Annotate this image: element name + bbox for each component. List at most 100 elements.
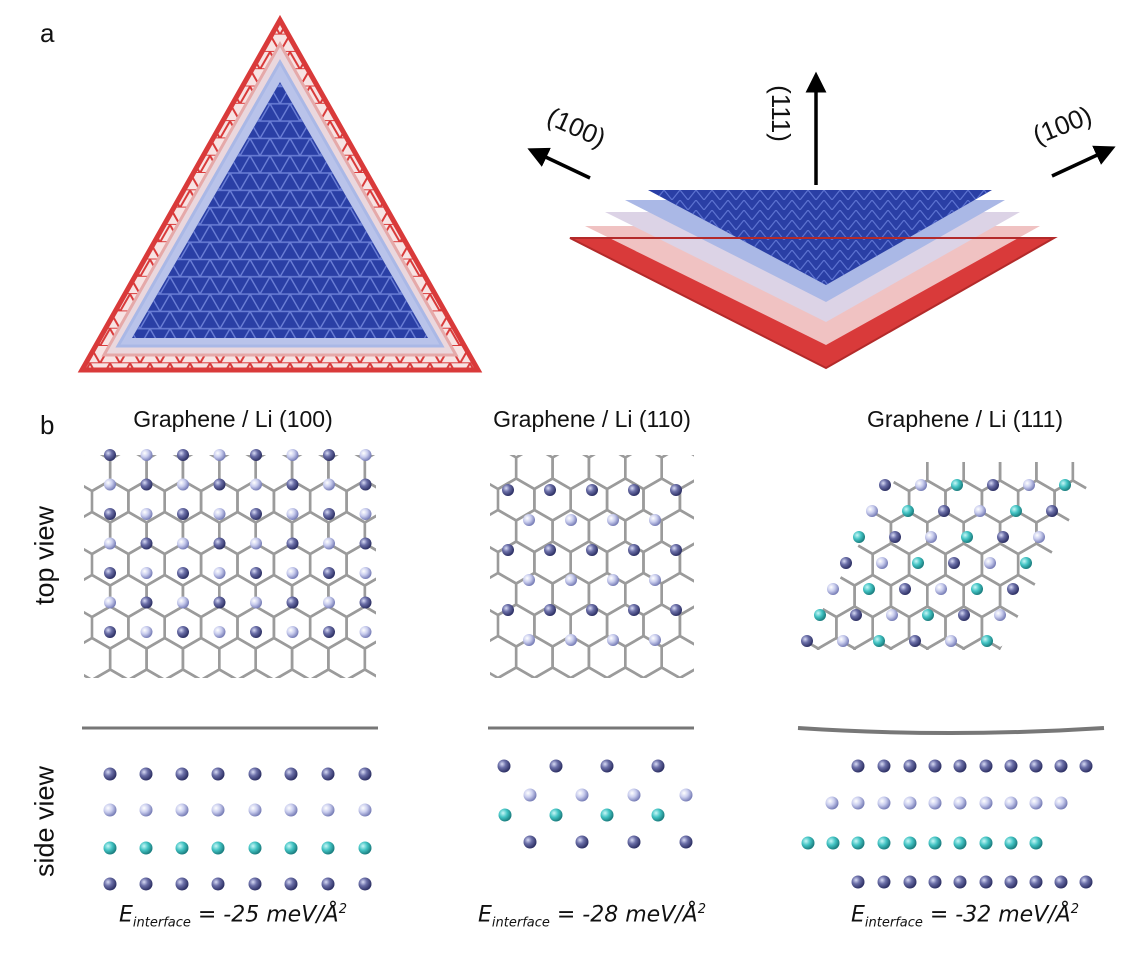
- li-atom-light: [139, 803, 153, 817]
- li-atom-dark: [175, 767, 189, 781]
- li-atom-dark: [211, 877, 225, 891]
- li-atom-cyan: [951, 479, 963, 491]
- li-atom-cyan: [1029, 836, 1043, 850]
- li-atom-light: [825, 796, 839, 810]
- li-atom-cyan: [826, 836, 840, 850]
- li-atom-dark: [877, 875, 891, 889]
- li-atom-dark: [175, 877, 189, 891]
- li-atom-dark: [323, 626, 335, 638]
- li-atom-cyan: [284, 841, 298, 855]
- li-atom-dark: [359, 537, 372, 550]
- li-atom-cyan: [814, 609, 826, 621]
- graphene-sheets-side: [82, 726, 1105, 735]
- li-atom-dark: [523, 835, 537, 849]
- li-atom-light: [945, 635, 957, 647]
- li-atom-light: [358, 803, 372, 817]
- li-atom-light: [649, 574, 661, 586]
- energy-subscript: interface: [132, 915, 191, 931]
- li-atom-dark: [679, 835, 693, 849]
- li-atom-light: [837, 635, 849, 647]
- li-atom-dark: [575, 835, 589, 849]
- li-atom-dark: [958, 609, 970, 621]
- energy-li100: Einterface = -25 meV/Å2: [119, 902, 347, 931]
- li-atom-dark: [286, 596, 299, 609]
- li-atom-light: [928, 796, 942, 810]
- direction-label-111: (111): [765, 85, 796, 142]
- li-atom-cyan: [953, 836, 967, 850]
- li-atom-cyan: [358, 841, 372, 855]
- li-atom-dark: [1004, 875, 1018, 889]
- li-atom-dark: [544, 484, 556, 496]
- li-atom-light: [649, 514, 661, 526]
- li-atom-dark: [1007, 583, 1019, 595]
- li-atom-dark: [140, 537, 153, 550]
- li-atom-dark: [1046, 505, 1058, 517]
- li-atom-dark: [104, 626, 116, 638]
- li-atom-dark: [104, 508, 116, 520]
- li-atom-light: [915, 479, 927, 491]
- li-atom-dark: [903, 875, 917, 889]
- panel-label-a: a: [40, 18, 55, 48]
- li-atom-cyan: [1059, 479, 1071, 491]
- li-atom-dark: [948, 557, 960, 569]
- li-atom-dark: [979, 759, 993, 773]
- li-atom-light: [104, 478, 116, 491]
- li-atom-dark: [103, 767, 117, 781]
- energy-superscript: 2: [338, 902, 348, 917]
- li-atom-cyan: [928, 836, 942, 850]
- li-atom-dark: [851, 875, 865, 889]
- li-atom-dark: [502, 484, 514, 496]
- triangle-particle-top: [77, 14, 483, 373]
- li-atom-cyan: [922, 609, 934, 621]
- li-atom-dark: [549, 759, 563, 773]
- li-atom-cyan: [981, 635, 993, 647]
- li-atom-cyan: [549, 808, 563, 822]
- li-atom-light: [565, 574, 577, 586]
- li-atom-light: [213, 567, 226, 579]
- li-atom-dark: [250, 626, 262, 638]
- li-atom-dark: [953, 875, 967, 889]
- li-atom-dark: [928, 759, 942, 773]
- li100-side-view: [103, 767, 372, 891]
- energy-li111: Einterface = -32 meV/Å2: [851, 902, 1079, 931]
- li-atom-light: [607, 514, 619, 526]
- energy-value: = -28 meV/Å: [556, 902, 698, 928]
- li-atom-dark: [670, 604, 682, 616]
- energy-subscript: interface: [491, 915, 550, 931]
- li-atom-light: [953, 796, 967, 810]
- li-atom-dark: [139, 877, 153, 891]
- li-atom-dark: [139, 767, 153, 781]
- li-atom-cyan: [498, 808, 512, 822]
- li-atom-cyan: [902, 505, 914, 517]
- li-atom-dark: [801, 635, 813, 647]
- li-atom-dark: [850, 609, 862, 621]
- li-atom-dark: [544, 604, 556, 616]
- li-atom-dark: [879, 479, 891, 491]
- li-atom-light: [359, 626, 372, 638]
- li-atom-light: [851, 796, 865, 810]
- li-atom-light: [1029, 796, 1043, 810]
- arrow-100-right: [1051, 145, 1116, 178]
- li-atom-dark: [987, 479, 999, 491]
- triangle-particle-perspective: [569, 190, 1058, 370]
- li-atom-dark: [213, 596, 226, 609]
- li-atom-dark: [851, 759, 865, 773]
- li-atom-light: [140, 626, 153, 638]
- li-atom-dark: [889, 531, 901, 543]
- li-atom-cyan: [1010, 505, 1022, 517]
- li-atom-dark: [909, 635, 921, 647]
- li-atom-light: [523, 514, 535, 526]
- li-atom-light: [974, 505, 986, 517]
- li-atom-dark: [928, 875, 942, 889]
- graphene-bonds: [84, 455, 376, 678]
- li-atom-cyan: [801, 836, 815, 850]
- li-atom-dark: [358, 767, 372, 781]
- li-atom-light: [286, 508, 299, 520]
- li-atom-dark: [250, 508, 262, 520]
- li-atom-light: [359, 449, 372, 461]
- li110-side-view: [497, 759, 693, 849]
- row-label-top-view: top view: [29, 505, 60, 606]
- li-atom-dark: [840, 557, 852, 569]
